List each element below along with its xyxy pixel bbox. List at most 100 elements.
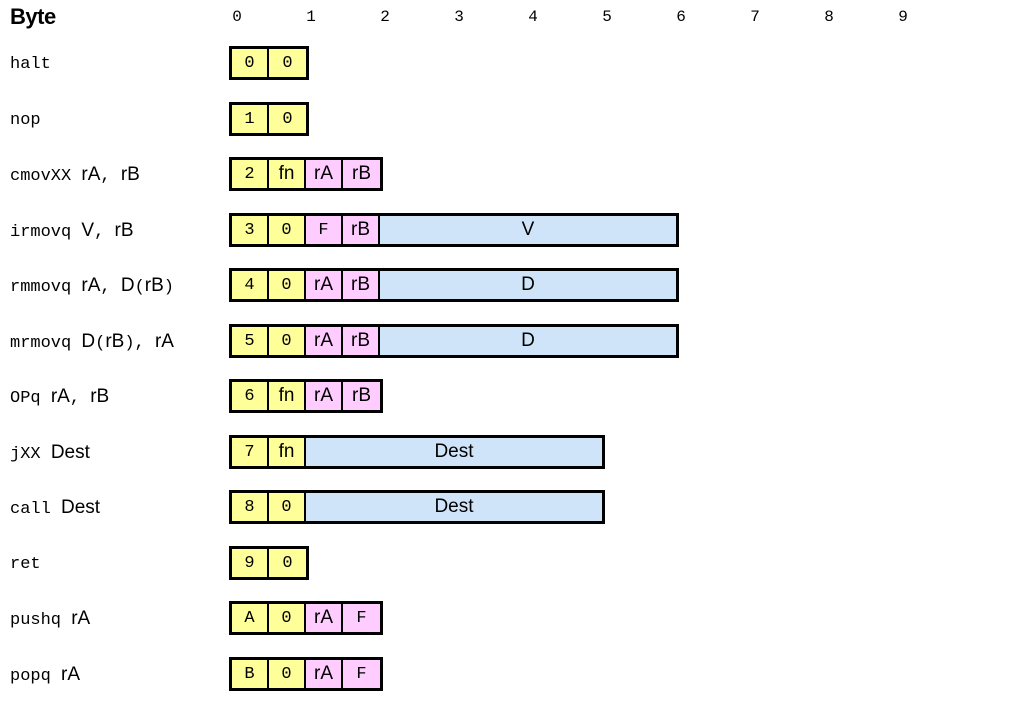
operand-text: , [94, 223, 115, 242]
instruction-label: OPq rA, rB [10, 377, 109, 417]
encoding-field-1: 1 [232, 105, 269, 133]
encoding-field-a: A [232, 604, 269, 632]
encoding-field-0: 0 [232, 49, 269, 77]
operand-text: , [69, 389, 91, 408]
encoding-field-9: 9 [232, 549, 269, 577]
mnemonic: mrmovq [10, 334, 72, 353]
operand-text: rB [90, 386, 110, 407]
mnemonic: pushq [10, 611, 62, 630]
instruction-label: mrmovq D(rB), rA [10, 322, 174, 362]
operand-text: rA [81, 164, 101, 185]
encoding-field-ra: rA [306, 382, 343, 410]
byte-number-4: 4 [528, 8, 538, 26]
byte-number-7: 7 [750, 8, 760, 26]
operand-text: , [100, 167, 121, 186]
instruction-label: rmmovq rA, D(rB) [10, 266, 174, 306]
encoding-field-rb: rB [343, 216, 380, 244]
operand-text: Dest [50, 442, 90, 463]
encoding-field-rb: rB [343, 327, 380, 355]
byte-number-1: 1 [306, 8, 316, 26]
encoding-field-0: 0 [269, 49, 306, 77]
encoding-field-f: F [343, 604, 380, 632]
encoding-field-rb: rB [343, 382, 380, 410]
encoding-field-ra: rA [306, 160, 343, 188]
encoding-field-d: D [380, 271, 676, 299]
operand-text: ( [95, 334, 106, 353]
byte-number-6: 6 [676, 8, 686, 26]
encoding-field-0: 0 [269, 549, 306, 577]
encoding-field-8: 8 [232, 493, 269, 521]
instruction-label: nop [10, 100, 41, 140]
encoding-field-0: 0 [269, 493, 306, 521]
operand-text: rA [154, 331, 174, 352]
instruction-label: ret [10, 544, 41, 584]
encoding-field-fn: fn [269, 160, 306, 188]
mnemonic: jXX [10, 445, 41, 464]
operand-text: D [120, 275, 135, 296]
mnemonic: OPq [10, 389, 41, 408]
operand-text: rB [144, 275, 164, 296]
encoding-field-d: D [380, 327, 676, 355]
byte-number-2: 2 [380, 8, 390, 26]
encoding-field-5: 5 [232, 327, 269, 355]
encoding-field-fn: fn [269, 438, 306, 466]
byte-number-8: 8 [824, 8, 834, 26]
encoding-field-ra: rA [306, 660, 343, 688]
encoding-field-ra: rA [306, 604, 343, 632]
byte-header-title: Byte [10, 4, 56, 29]
instruction-label: cmovXX rA, rB [10, 155, 140, 195]
operand-text: rB [105, 331, 125, 352]
instruction-label: jXX Dest [10, 433, 90, 473]
encoding-field-dest: Dest [306, 438, 602, 466]
encoding-field-f: F [343, 660, 380, 688]
mnemonic: popq [10, 667, 51, 686]
encoding-field-v: V [380, 216, 676, 244]
encoding-field-0: 0 [269, 604, 306, 632]
encoding-field-b: B [232, 660, 269, 688]
encoding-field-0: 0 [269, 105, 306, 133]
encoding-field-0: 0 [269, 216, 306, 244]
mnemonic: cmovXX [10, 167, 72, 186]
encoding-field-3: 3 [232, 216, 269, 244]
encoding-field-6: 6 [232, 382, 269, 410]
encoding-field-0: 0 [269, 271, 306, 299]
encoding-field-f: F [306, 216, 343, 244]
instruction-label: irmovq V, rB [10, 211, 134, 251]
operand-text: rA [50, 386, 70, 407]
mnemonic: call [10, 500, 51, 519]
operand-text: , [100, 278, 121, 297]
encoding-field-4: 4 [232, 271, 269, 299]
encoding-field-ra: rA [306, 271, 343, 299]
byte-number-5: 5 [602, 8, 612, 26]
operand-text: ), [124, 334, 155, 353]
operand-text: rB [114, 220, 134, 241]
encoding-field-0: 0 [269, 327, 306, 355]
operand-text: D [81, 331, 96, 352]
encoding-field-2: 2 [232, 160, 269, 188]
operand-text: ( [134, 278, 145, 297]
operand-text: rA [61, 664, 81, 685]
operand-text: Dest [61, 497, 101, 518]
mnemonic: rmmovq [10, 278, 72, 297]
encoding-field-dest: Dest [306, 493, 602, 521]
